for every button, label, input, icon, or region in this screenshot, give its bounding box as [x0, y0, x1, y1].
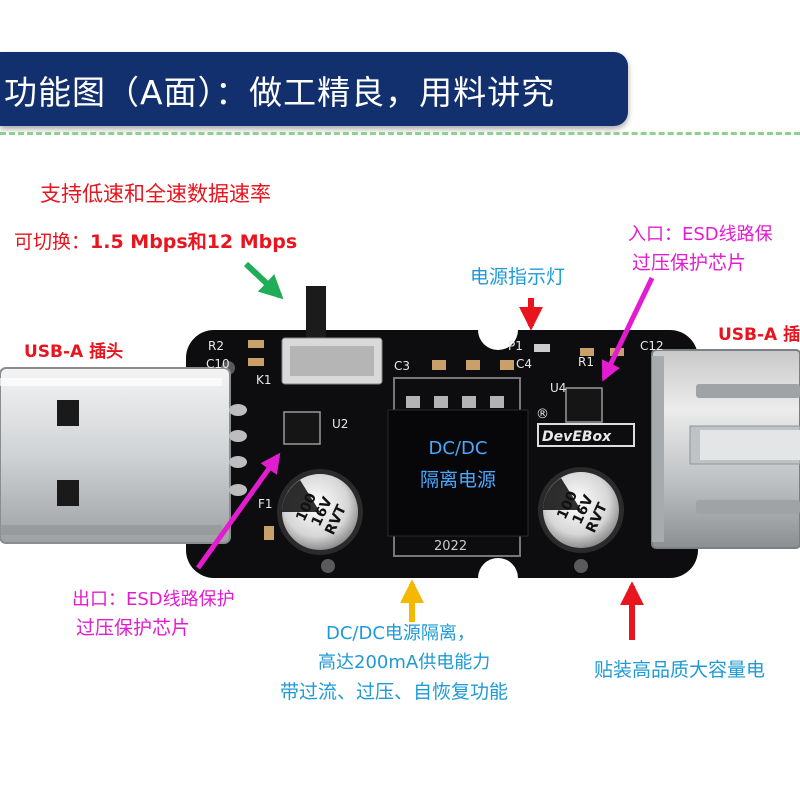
- speed-switch-label: 可切换：1.5 Mbps和12 Mbps: [14, 231, 297, 253]
- silk-u2: U2: [332, 417, 348, 431]
- usb-a-plug-label: USB-A 插头: [24, 342, 124, 362]
- ic-chips: [283, 387, 603, 445]
- input-ovp-label: 过压保护芯片: [632, 252, 747, 274]
- output-esd-label: 出口：ESD线路保护: [72, 589, 235, 610]
- output-ovp-label: 过压保护芯片: [76, 617, 191, 639]
- usb-a-socket: [651, 349, 800, 549]
- capacitor-right: [538, 467, 624, 553]
- module-line-2: 隔离电源: [420, 469, 496, 491]
- input-esd-arrow: [601, 276, 655, 382]
- speed-switch-prefix: 可切换：: [14, 231, 91, 253]
- power-led-label: 电源指示灯: [470, 266, 566, 288]
- silk-c4: C4: [516, 357, 532, 371]
- silk-f1: F1: [258, 497, 273, 511]
- silk-registered: ®: [536, 407, 549, 422]
- title-banner: 功能图（A面）：做工精良，用料讲究: [0, 52, 628, 126]
- silk-c12: C12: [640, 339, 664, 353]
- brand-label: DevEBox: [542, 429, 612, 445]
- switch-arrow: [243, 261, 284, 300]
- output-esd-arrow: [195, 452, 281, 570]
- dcdc-module: [387, 377, 529, 557]
- usb-a-plug: [0, 367, 231, 544]
- speed-support-label: 支持低速和全速数据速率: [40, 182, 271, 206]
- module-line-1: DC/DC: [429, 438, 488, 459]
- silk-r2: R2: [208, 339, 224, 353]
- input-esd-label: 入口：ESD线路保: [628, 224, 773, 245]
- board-year: 2022: [434, 539, 467, 554]
- silk-p1: P1: [508, 339, 523, 353]
- dcdc-capacity-label: 高达200mA供电能力: [318, 652, 491, 673]
- silk-r1: R1: [578, 355, 594, 369]
- banner-title: 功能图（A面）：做工精良，用料讲究: [4, 73, 556, 112]
- silk-k1: K1: [256, 373, 272, 387]
- capacitor-note-label: 贴装高品质大容量电: [594, 659, 766, 681]
- silk-c10: C10: [206, 357, 230, 371]
- silk-u4: U4: [550, 381, 566, 395]
- usb-a-socket-label: USB-A 插: [718, 325, 800, 345]
- silk-c3: C3: [394, 359, 410, 373]
- dcdc-protection-label: 带过流、过压、自恢复功能: [280, 681, 509, 703]
- brand-frame: [537, 423, 635, 447]
- mode-switch: [281, 286, 383, 385]
- dcdc-isolation-label: DC/DC电源隔离，: [326, 623, 475, 644]
- dashed-divider: [0, 132, 800, 135]
- speed-switch-values: 1.5 Mbps和12 Mbps: [90, 231, 298, 253]
- solder-pads: [229, 404, 247, 496]
- capacitor-left: [277, 469, 363, 555]
